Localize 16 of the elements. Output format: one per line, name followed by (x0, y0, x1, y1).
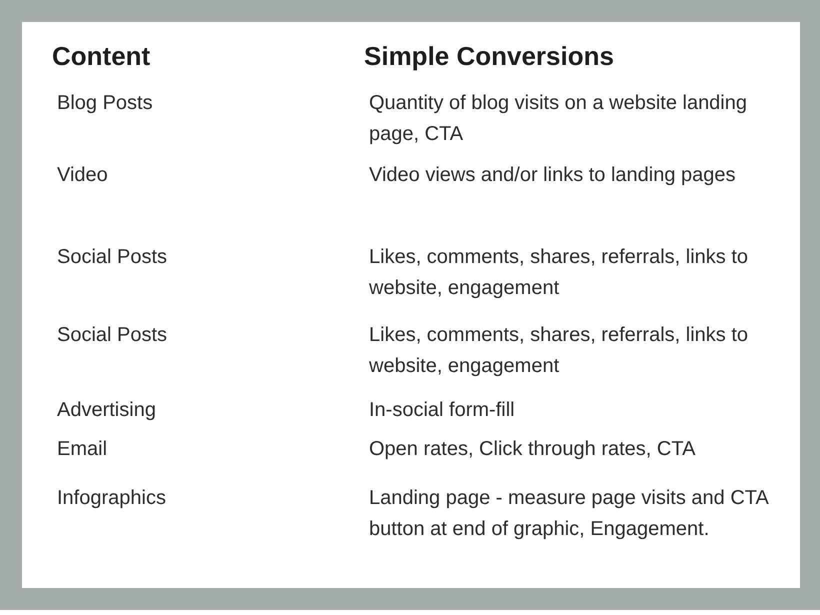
content-type-text: Advertising (57, 398, 157, 423)
column-header: Content (52, 40, 152, 72)
conversion-text: Likes, comments, shares, referrals, links to website, engagement (369, 323, 750, 379)
content-type-text: Social Posts (57, 245, 168, 270)
conversion-text: Video views and/or links to landing pages (369, 163, 737, 188)
content-type-text: Email (57, 437, 108, 462)
content-type-text: Video (57, 163, 109, 188)
column-header: Simple Conversions (364, 40, 615, 72)
content-type-text: Social Posts (57, 323, 168, 348)
conversion-text: Open rates, Click through rates, CTA (369, 437, 696, 462)
content-type-text: Blog Posts (57, 91, 154, 116)
conversion-text: Quantity of blog visits on a website landing page, CTA (369, 91, 748, 147)
content-type-text: Infographics (57, 486, 167, 511)
conversion-text: Likes, comments, shares, referrals, links to website, engagement (369, 245, 750, 301)
conversion-text: Landing page - measure page visits and CTA button at end of graphic, Engagement. (369, 486, 770, 542)
conversion-text: In-social form-fill (369, 398, 516, 423)
